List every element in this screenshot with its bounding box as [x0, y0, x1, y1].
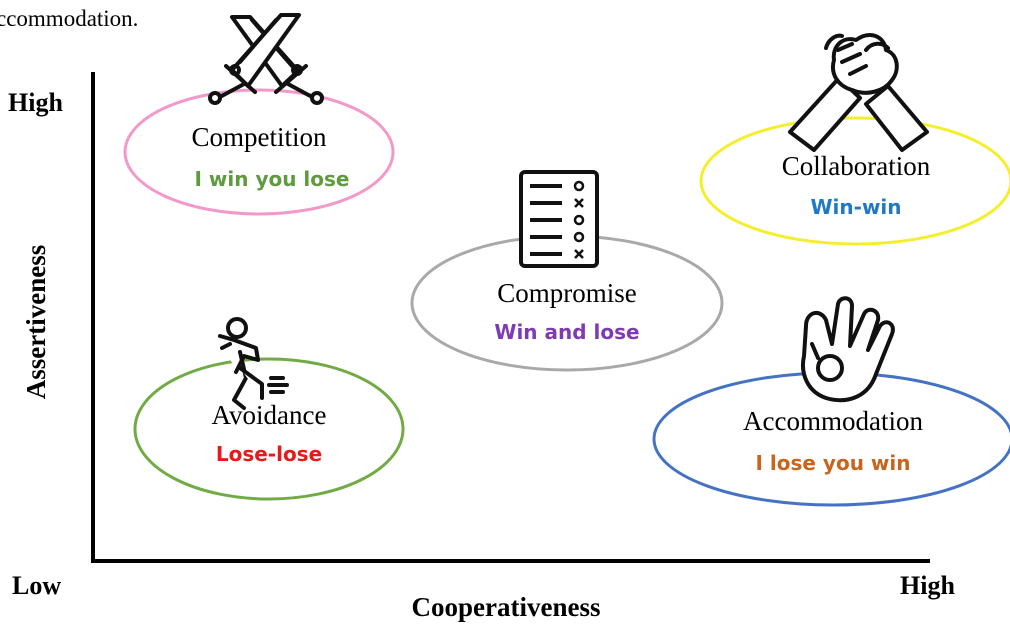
competition-title: Competition: [192, 122, 328, 152]
avoidance-outcome: Lose-lose: [216, 442, 322, 466]
x-axis-low-label: Low: [12, 571, 61, 600]
accommodation-node: Accommodation I lose you win: [652, 296, 1010, 507]
competition-node: Competition I win you lose: [123, 13, 395, 216]
collaboration-title: Collaboration: [782, 151, 931, 181]
handshake-icon: [788, 33, 929, 152]
avoidance-node: Avoidance Lose-lose: [133, 317, 405, 501]
y-axis-title: Assertiveness: [21, 245, 51, 399]
accommodation-title: Accommodation: [743, 406, 923, 436]
compromise-outcome: Win and lose: [494, 320, 639, 344]
top-caption: ccommodation.: [0, 6, 138, 31]
x-axis-high-label: High: [900, 571, 955, 600]
avoidance-ellipse: [133, 357, 405, 501]
axes: [91, 72, 930, 563]
competition-ellipse: [123, 88, 395, 216]
compromise-node: Compromise Win and lose: [410, 170, 724, 372]
competition-outcome: I win you lose: [195, 167, 350, 191]
running-person-icon: [218, 317, 289, 410]
accommodation-outcome: I lose you win: [756, 451, 911, 475]
collaboration-ellipse: [699, 116, 1010, 246]
collaboration-node: Collaboration Win-win: [699, 33, 1010, 246]
avoidance-title: Avoidance: [212, 400, 327, 430]
collaboration-outcome: Win-win: [810, 195, 901, 219]
compromise-title: Compromise: [497, 278, 637, 308]
ok-hand-icon: [801, 296, 895, 403]
y-axis-high-label: High: [8, 88, 63, 117]
crossed-swords-icon: [208, 13, 324, 105]
checklist-icon: [519, 170, 599, 268]
x-axis-title: Cooperativeness: [412, 592, 601, 622]
